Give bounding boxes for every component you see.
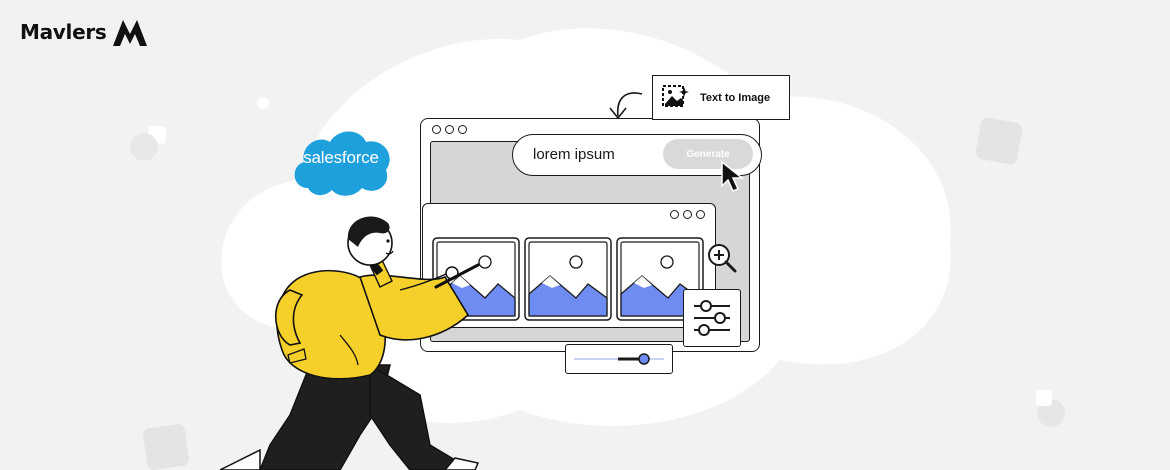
- prompt-input[interactable]: lorem ipsum Generate: [512, 134, 762, 176]
- window-dot-icon: [670, 210, 679, 219]
- zoom-in-icon[interactable]: [706, 242, 738, 274]
- text-to-image-icon: [662, 84, 689, 107]
- salesforce-text: salesforce: [303, 148, 379, 167]
- window-dot-icon: [445, 125, 454, 134]
- generate-button[interactable]: Generate: [663, 139, 753, 169]
- mavlers-logo-icon: [112, 20, 147, 46]
- prompt-value: lorem ipsum: [533, 146, 615, 163]
- brand-name: Mavlers: [20, 20, 107, 44]
- cursor-icon: [721, 160, 745, 192]
- image-thumbnail-2: [524, 237, 612, 321]
- salesforce-logo: salesforce: [288, 126, 394, 198]
- designer-character: [220, 216, 480, 470]
- salesforce-cloud-icon: [294, 131, 390, 196]
- window-controls: [432, 125, 467, 134]
- range-slider-icon: [574, 353, 664, 365]
- window-dot-icon: [432, 125, 441, 134]
- decor-square: [1036, 390, 1052, 406]
- decor-dot: [257, 97, 269, 109]
- range-slider-card[interactable]: [565, 344, 673, 374]
- filter-settings-card[interactable]: [683, 289, 741, 347]
- brand-logo[interactable]: Mavlers: [20, 16, 149, 48]
- text-to-image-card[interactable]: Text to Image: [652, 75, 790, 120]
- window-dot-icon: [458, 125, 467, 134]
- decor-square: [975, 117, 1023, 165]
- window-dot-icon: [683, 210, 692, 219]
- window-controls: [670, 210, 705, 219]
- image-gallery: [432, 237, 704, 321]
- decor-circle: [130, 133, 158, 161]
- text-to-image-label: Text to Image: [700, 91, 771, 104]
- curved-arrow-icon: [609, 92, 643, 120]
- window-dot-icon: [696, 210, 705, 219]
- decor-square: [143, 424, 189, 470]
- filter-sliders-icon: [694, 300, 730, 336]
- image-thumbnail-3: [616, 237, 704, 321]
